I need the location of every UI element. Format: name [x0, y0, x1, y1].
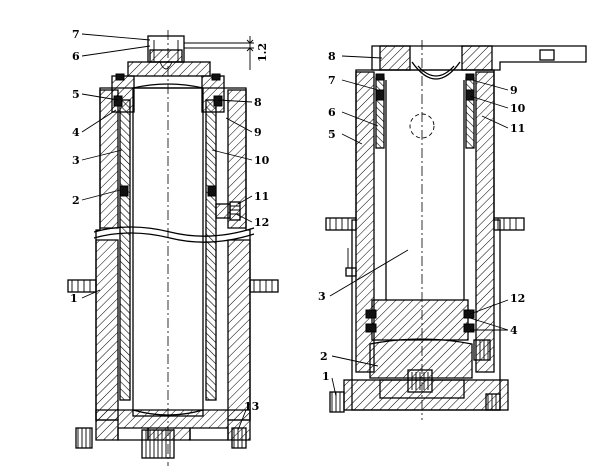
- right-label-4: 4: [510, 324, 518, 337]
- left-label-7: 7: [72, 28, 80, 41]
- right-label-5: 5: [328, 128, 336, 141]
- left-side-flange-right: [249, 279, 279, 293]
- left-outer-body: [95, 87, 251, 441]
- left-label-3: 3: [72, 154, 80, 167]
- right-label-9: 9: [510, 84, 518, 97]
- left-label-11: 11: [254, 190, 269, 203]
- right-label-3: 3: [318, 290, 326, 303]
- left-label-13: 13: [244, 400, 259, 413]
- right-label-10: 10: [510, 102, 526, 115]
- right-label-12: 12: [510, 292, 525, 305]
- left-label-1: 1: [70, 292, 78, 305]
- right-piston: [371, 299, 469, 341]
- right-label-2: 2: [320, 350, 328, 363]
- left-side-flange-left: [67, 279, 97, 293]
- right-label-11: 11: [510, 122, 525, 135]
- left-label-10: 10: [254, 154, 270, 167]
- left-top-cap: [127, 61, 211, 77]
- right-cylinder-figure: 8 7 6 5 9 10 11 3 12 4 2 1: [318, 40, 587, 420]
- right-label-6: 6: [328, 106, 336, 119]
- right-label-7: 7: [328, 74, 336, 87]
- left-inner-sleeve-left: [119, 99, 131, 401]
- left-label-12: 12: [254, 216, 269, 229]
- left-cylinder-figure: 7 6 5 4 3 2 1 8 9 10 11 12 13 1.2: [67, 28, 279, 466]
- left-label-5: 5: [72, 88, 80, 101]
- left-label-4: 4: [72, 126, 80, 139]
- left-label-9: 9: [254, 126, 262, 139]
- right-label-1: 1: [322, 370, 330, 383]
- left-dimension-label: 1.2: [256, 43, 269, 62]
- left-label-6: 6: [72, 50, 80, 63]
- left-label-2: 2: [72, 194, 80, 207]
- right-base: [343, 379, 509, 411]
- right-label-8: 8: [328, 50, 336, 63]
- left-label-8: 8: [254, 96, 262, 109]
- left-inner-sleeve-right: [205, 99, 217, 401]
